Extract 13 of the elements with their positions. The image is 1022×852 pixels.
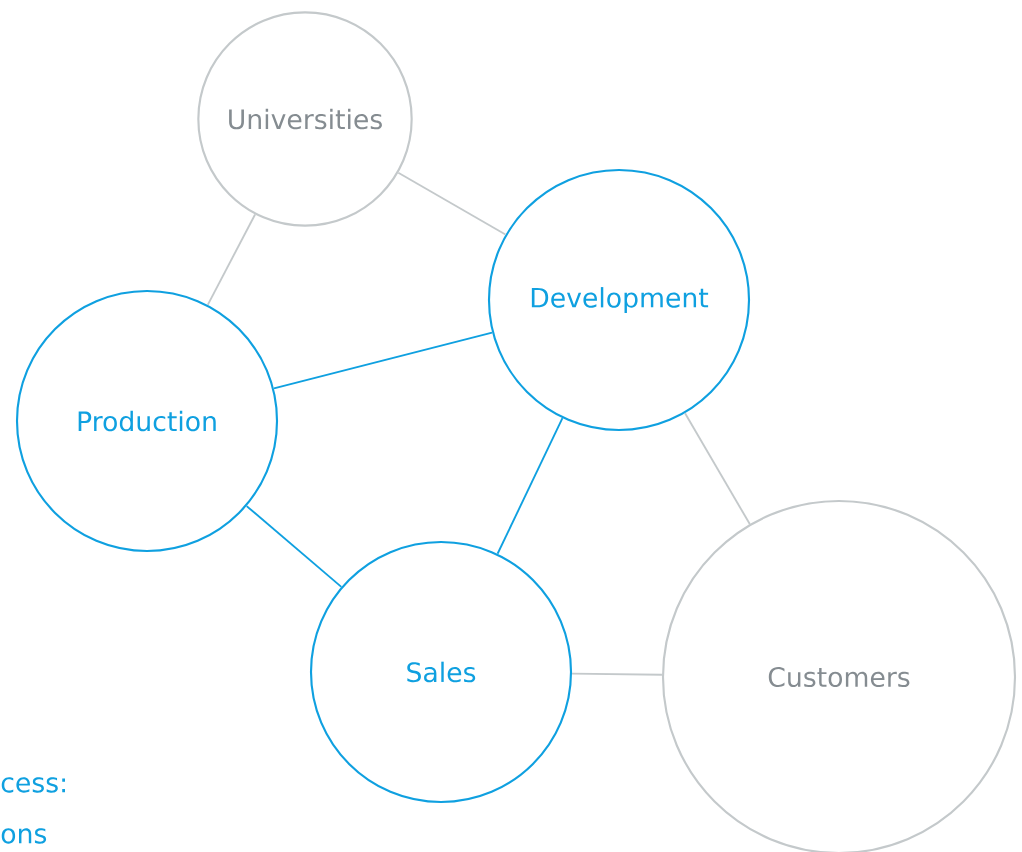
circle-node: Universities: [197, 11, 413, 227]
connector-line: [397, 171, 507, 236]
note-text: ons: [1, 828, 47, 844]
connector-line: [245, 505, 343, 588]
connector-line: [571, 672, 663, 676]
circle-node: Production: [15, 289, 279, 553]
circle-node: Sales: [309, 540, 573, 804]
circle-node: Development: [487, 168, 751, 432]
note-text: cess:: [1, 777, 65, 793]
connector-line: [206, 213, 256, 306]
connector-line: [684, 412, 751, 525]
connector-line: [496, 417, 564, 555]
connector-line: [273, 331, 493, 390]
